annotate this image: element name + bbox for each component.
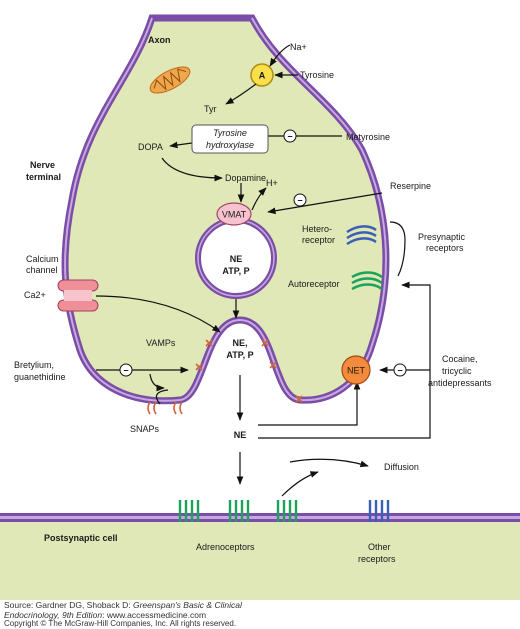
net-reuptake-arrow	[258, 381, 361, 426]
calcium-channel-icon	[57, 279, 99, 312]
vesicle-atp-label: ATP, P	[222, 266, 249, 276]
release-atp-label: ATP, P	[226, 350, 253, 360]
synaptic-vesicle: NE ATP, P	[195, 217, 277, 299]
calcium-channel-label-line2: channel	[26, 265, 58, 275]
presynaptic-label-line1: Presynaptic	[418, 232, 466, 242]
release-ne-label: NE,	[232, 338, 247, 348]
net-transporter: NET	[341, 355, 371, 385]
transporter-a: A	[250, 63, 274, 87]
na-arrow	[269, 44, 291, 67]
reserpine-line	[267, 192, 383, 215]
synapse-diagram: A Tyrosine hydroxylase −	[0, 14, 520, 600]
transporter-a-label: A	[259, 71, 266, 81]
other-receptors-label-line1: Other	[368, 542, 391, 552]
cocaine-label-line3: antidepressants	[428, 378, 492, 388]
vamps-label: VAMPs	[146, 338, 176, 348]
cocaine-label-line2: tricyclic	[442, 366, 472, 376]
caption-line1: Source: Gardner DG, Shoback D: Greenspan…	[4, 600, 242, 610]
na-label: Na+	[290, 42, 307, 52]
cleft-ne-label: NE	[234, 430, 247, 440]
axon-label: Axon	[148, 35, 171, 45]
other-receptor-icon	[368, 500, 390, 522]
heteroreceptor-label-line1: Hetero-	[302, 224, 332, 234]
arrows	[95, 44, 431, 497]
h-plus-arrow	[251, 187, 267, 211]
presynaptic-label-line2: receptors	[426, 243, 464, 253]
bretylium-label-line2: guanethidine	[14, 372, 66, 382]
diffusion-label: Diffusion	[384, 462, 419, 472]
diffusion-arrow-2	[281, 471, 319, 497]
net-label: NET	[347, 366, 366, 376]
svg-text:−: −	[397, 366, 402, 376]
other-receptors-label-line2: receptors	[358, 554, 396, 564]
vmat-label: VMAT	[222, 210, 247, 220]
postsynaptic-cytoplasm	[0, 515, 520, 600]
cocaine-inhibit-icon	[393, 363, 407, 377]
mitochondrion-icon	[149, 66, 191, 94]
ca-label: Ca2+	[24, 290, 46, 300]
dopa-label: DOPA	[138, 142, 163, 152]
svg-text:−: −	[123, 366, 128, 376]
metyrosine-label: Metyrosine	[346, 132, 390, 142]
heteroreceptor-label-line2: receptor	[302, 235, 335, 245]
vesicle-ne-label: NE	[230, 254, 243, 264]
svg-text:−: −	[287, 132, 292, 142]
adrenoceptor-icon	[178, 500, 298, 522]
reserpine-label: Reserpine	[390, 181, 431, 191]
enzyme-label-line2: hydroxylase	[206, 140, 254, 150]
calcium-channel-label-line1: Calcium	[26, 254, 59, 264]
dopamine-arrow	[161, 157, 223, 182]
autoreceptor-label: Autoreceptor	[288, 279, 340, 289]
postsynaptic-label: Postsynaptic cell	[44, 533, 118, 543]
postsynaptic-membrane	[0, 513, 520, 600]
tyr-label: Tyr	[204, 104, 217, 114]
metyrosine-inhibit-icon	[283, 129, 297, 143]
nerve-terminal-label-line1: Nerve	[30, 160, 55, 170]
reserpine-inhibit-icon	[293, 193, 307, 207]
svg-text:−: −	[297, 196, 302, 206]
snaps	[147, 401, 183, 415]
snaps-label: SNAPs	[130, 424, 160, 434]
dopa-arrow	[169, 141, 193, 149]
dopamine-label: Dopamine	[225, 173, 266, 183]
presynaptic-bracket	[389, 221, 406, 277]
cocaine-label-line1: Cocaine,	[442, 354, 478, 364]
adrenoceptors-label: Adrenoceptors	[196, 542, 255, 552]
bretylium-label-line1: Bretylium,	[14, 360, 54, 370]
caption-line3: Copyright © The McGraw-Hill Companies, I…	[4, 619, 237, 628]
vamps	[195, 339, 303, 403]
nerve-terminal-label-line2: terminal	[26, 172, 61, 182]
tyr-arrow	[225, 83, 257, 105]
enzyme-label-line1: Tyrosine	[213, 128, 247, 138]
tyrosine-label: Tyrosine	[300, 70, 334, 80]
h-plus-label: H+	[266, 178, 278, 188]
caption-line2: Endocrinology, 9th Edition: www.accessme…	[4, 610, 207, 620]
bretylium-branch-arrow	[149, 373, 165, 392]
tyrosine-hydroxylase-box: Tyrosine hydroxylase	[191, 124, 269, 154]
calcium-influx-arrow	[95, 295, 221, 333]
diffusion-arrow	[289, 458, 369, 468]
heteroreceptor-icon	[346, 225, 377, 246]
nerve-terminal-membrane-inner	[64, 17, 387, 402]
autoreceptor-feedback-arrow	[258, 281, 431, 439]
bretylium-inhibit-icon	[119, 363, 133, 377]
autoreceptor-icon	[351, 271, 383, 291]
vmat-transporter: VMAT	[216, 202, 252, 226]
